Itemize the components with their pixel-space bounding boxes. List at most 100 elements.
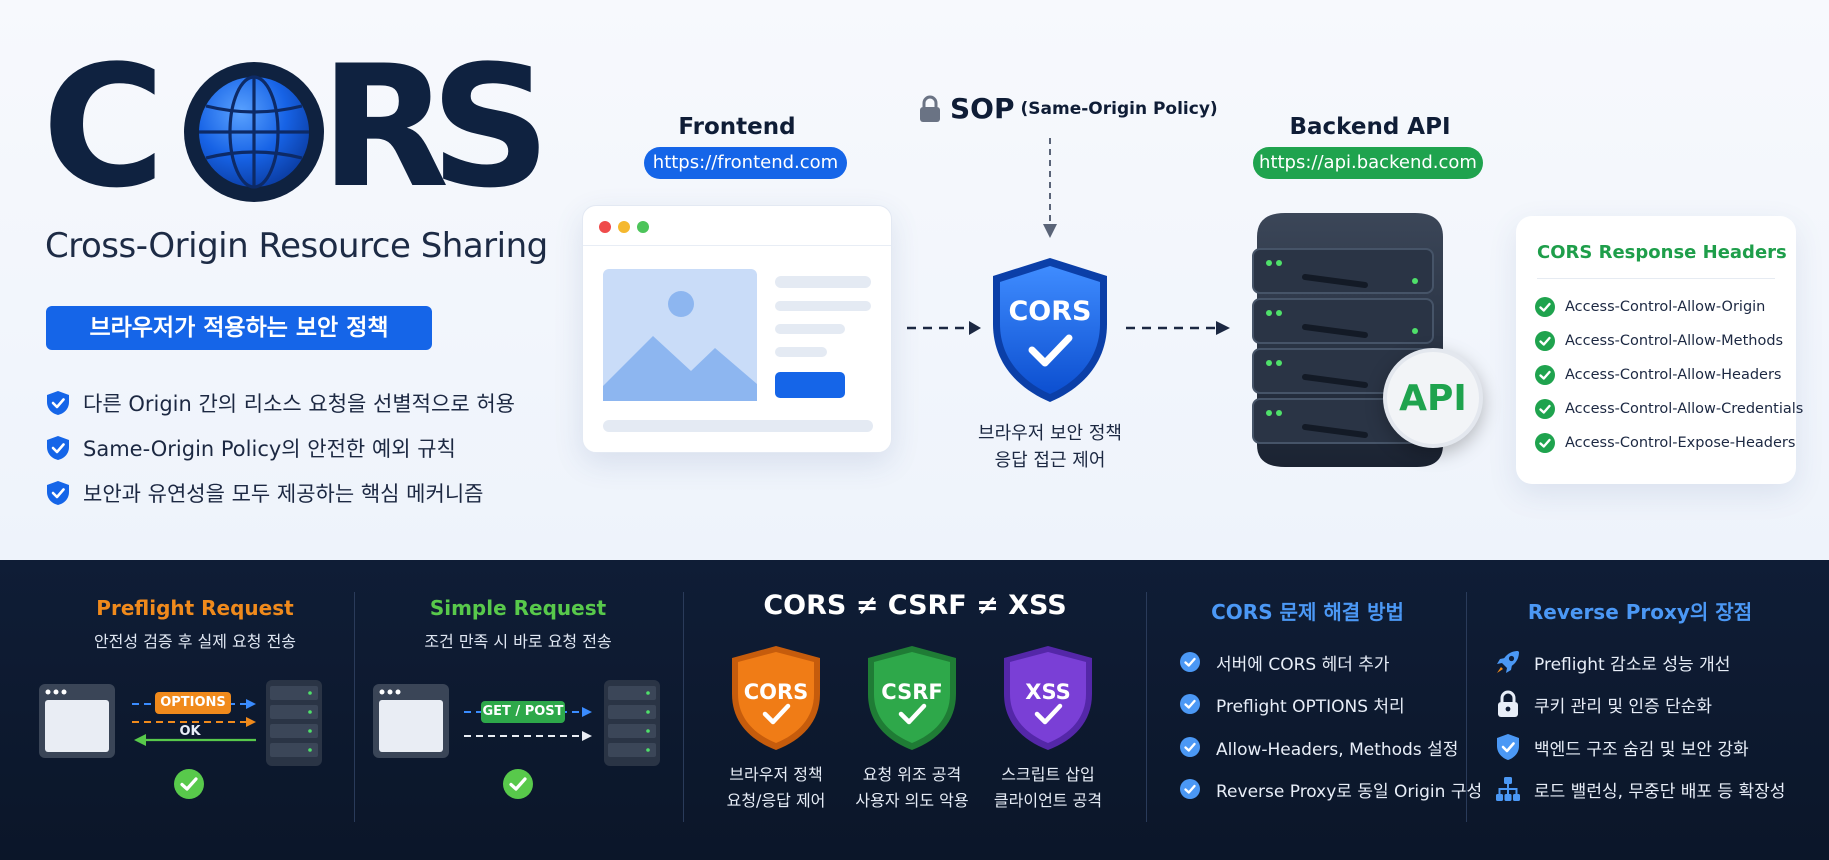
feature-text: 보안과 유연성을 모두 제공하는 핵심 메커니즘 (83, 481, 484, 506)
close-dot-icon (599, 221, 611, 233)
xss-shield-caption: 스크립트 삽입 클라이언트 공격 (978, 762, 1118, 814)
caption-line: 클라이언트 공격 (993, 791, 1103, 810)
section-divider (683, 592, 684, 822)
check-circle-icon (503, 769, 533, 799)
cors-logo: C R S (42, 29, 551, 225)
csrf-shield-icon (868, 646, 956, 750)
fixes-title: CORS 문제 해결 방법 (1211, 600, 1404, 624)
feature-item: Same-Origin Policy의 안전한 예외 규칙 (45, 425, 515, 470)
browser-window (582, 205, 892, 453)
caption-line: 요청 위조 공격 (862, 765, 962, 784)
proxy-item: 쿠키 관리 및 인증 단순화 (1494, 690, 1712, 718)
section-divider (354, 592, 355, 822)
minimize-dot-icon (618, 221, 630, 233)
cors-shield-caption: 브라우저 보안 정책 응답 접근 제어 (950, 420, 1150, 474)
preflight-subtitle: 안전성 검증 후 실제 요청 전송 (93, 632, 297, 651)
caption-line: 브라우저 정책 (729, 765, 823, 784)
header-name: Access-Control-Allow-Credentials (1565, 401, 1804, 417)
caption-line: 요청/응답 제어 (726, 791, 826, 810)
proxy-text: Preflight 감소로 성능 개선 (1534, 654, 1731, 675)
backend-title: Backend API (1289, 114, 1451, 140)
fix-text: Reverse Proxy로 동일 Origin 구성 (1216, 781, 1483, 802)
shield-check-icon (47, 480, 69, 505)
proxy-item: Preflight 감소로 성능 개선 (1494, 648, 1730, 676)
header-name: Access-Control-Allow-Origin (1565, 299, 1766, 315)
preflight-title: Preflight Request (96, 596, 294, 620)
caption-line: 브라우저 보안 정책 (978, 423, 1122, 444)
header-item: Access-Control-Allow-Methods (1534, 330, 1783, 352)
proxy-item: 백엔드 구조 숨김 및 보안 강화 (1494, 733, 1749, 761)
check-circle-icon (1535, 331, 1555, 351)
simple-title: Simple Request (429, 596, 607, 620)
options-method-badge: OPTIONS (155, 692, 231, 714)
cors-shield-icon (993, 258, 1107, 402)
backend-url-pill: https://api.backend.com (1253, 147, 1483, 179)
section-divider (1466, 592, 1467, 822)
csrf-shield-caption: 요청 위조 공격 사용자 의도 악용 (842, 762, 982, 814)
shield-icon (1494, 733, 1522, 761)
check-circle-icon (1176, 648, 1204, 676)
check-circle-icon (1176, 775, 1204, 803)
divider (1537, 278, 1775, 279)
fix-item: Reverse Proxy로 동일 Origin 구성 (1176, 775, 1482, 803)
cors-shield-icon (732, 646, 820, 750)
proxy-item: 로드 밸런싱, 무중단 배포 등 확장성 (1494, 775, 1785, 803)
check-circle-icon (1535, 433, 1555, 453)
caption-line: 사용자 의도 악용 (855, 791, 969, 810)
cors-shield-label: CORS (743, 680, 809, 704)
feature-item: 보안과 유연성을 모두 제공하는 핵심 메커니즘 (45, 470, 515, 515)
header-name: Access-Control-Expose-Headers (1565, 435, 1796, 451)
feature-text: Same-Origin Policy의 안전한 예외 규칙 (83, 436, 456, 461)
check-circle-icon (1535, 365, 1555, 385)
shield-check-icon (47, 390, 69, 415)
proxy-text: 쿠키 관리 및 인증 단순화 (1534, 696, 1713, 717)
header-item: Access-Control-Allow-Origin (1534, 296, 1765, 318)
csrf-shield-label: CSRF (881, 680, 943, 704)
fix-text: 서버에 CORS 헤더 추가 (1216, 654, 1390, 675)
api-badge-label: API (1399, 378, 1467, 419)
maximize-dot-icon (637, 221, 649, 233)
cors-shield-label: CORS (1008, 296, 1092, 327)
fix-item: 서버에 CORS 헤더 추가 (1176, 648, 1390, 676)
proxy-text: 백엔드 구조 숨김 및 보안 강화 (1534, 739, 1749, 760)
check-circle-icon (1176, 690, 1204, 718)
proxy-text: 로드 밸런싱, 무중단 배포 등 확장성 (1534, 781, 1786, 802)
forward-arrow-icon (1126, 321, 1230, 335)
sop-detail: (Same-Origin Policy) (1020, 98, 1218, 119)
header-item: Access-Control-Allow-Headers (1534, 364, 1782, 386)
header-item: Access-Control-Allow-Credentials (1534, 398, 1803, 420)
check-circle-icon (174, 769, 204, 799)
shield-check-icon (47, 435, 69, 460)
logo-letter-c: C (42, 29, 165, 225)
browser-titlebar (583, 206, 891, 246)
network-icon (1494, 775, 1522, 803)
logo-letter-r: R (320, 29, 449, 225)
header-name: Access-Control-Allow-Methods (1565, 333, 1784, 349)
feature-text: 다른 Origin 간의 리소스 요청을 선별적으로 허용 (83, 391, 515, 416)
check-circle-icon (1535, 297, 1555, 317)
rocket-icon (1494, 648, 1522, 676)
frontend-title: Frontend (678, 114, 796, 140)
compare-title: CORS ≠ CSRF ≠ XSS (763, 590, 1067, 621)
frontend-url-pill: https://frontend.com (644, 147, 847, 179)
response-headers-title: CORS Response Headers (1537, 242, 1787, 263)
xss-shield-label: XSS (1025, 680, 1071, 704)
caption-line: 응답 접근 제어 (994, 450, 1106, 471)
page-subtitle: Cross-Origin Resource Sharing (45, 226, 548, 266)
ok-label: OK (179, 724, 201, 739)
api-badge (1383, 348, 1483, 448)
xss-shield-icon (1004, 646, 1092, 750)
simple-subtitle: 조건 만족 시 바로 요청 전송 (424, 632, 612, 651)
response-headers-card: CORS Response Headers Access-Control-All… (1516, 216, 1803, 484)
caption-line: 스크립트 삽입 (1001, 765, 1095, 784)
fix-text: Allow-Headers, Methods 설정 (1216, 739, 1459, 760)
header-item: Access-Control-Expose-Headers (1534, 432, 1795, 454)
lock-icon (920, 95, 940, 122)
fix-text: Preflight OPTIONS 처리 (1216, 696, 1405, 717)
logo-letter-s: S (430, 29, 551, 225)
fix-item: Allow-Headers, Methods 설정 (1176, 733, 1458, 761)
sop-label: SOP (Same-Origin Policy) (918, 92, 1218, 125)
sop-down-arrow-icon (1043, 138, 1057, 238)
preflight-diagram (39, 680, 322, 766)
get-post-method-badge: GET / POST (481, 701, 565, 723)
